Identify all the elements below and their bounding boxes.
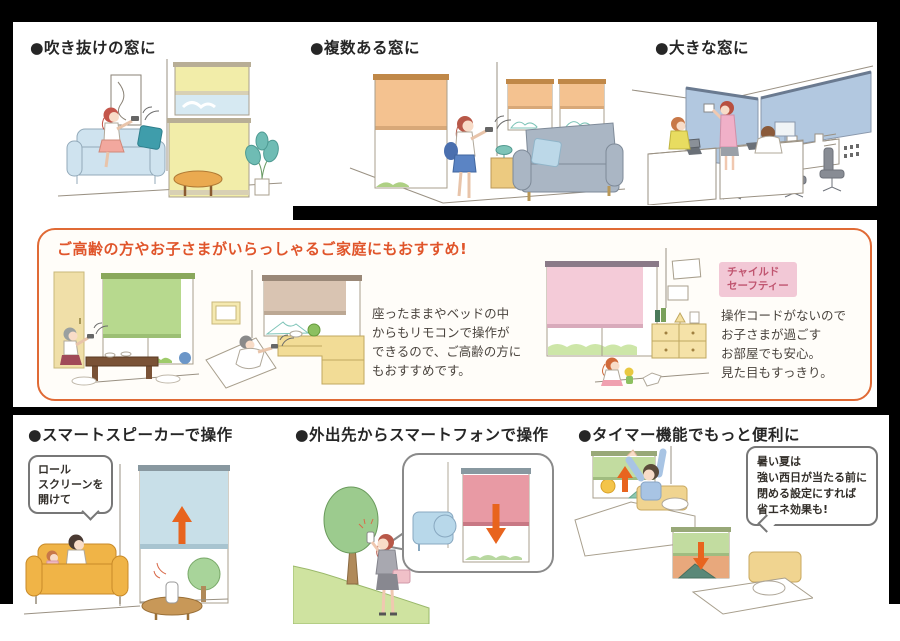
heading-timer-function: ●タイマー機能でもっと便利に [578,426,801,444]
woman-with-smartphone [358,518,411,616]
heading-multiple-windows: ●複数ある窓に [310,39,421,57]
heading-smartphone-remote: ●外出先からスマートフォンで操作 [295,426,549,444]
dresser [651,308,707,359]
wall-picture [671,258,702,280]
small-window-orange-screen [506,79,554,131]
arrow-down-icon [693,542,709,570]
heading-smart-speaker: ●スマートスピーカーで操作 [28,426,233,444]
round-table-smart-speaker [141,562,203,620]
low-table [85,351,159,381]
illustration-smart-speaker-scene [23,464,230,620]
seated-man-white [754,126,783,154]
arrow-up-icon [172,506,192,544]
tall-window-orange-screen [373,74,449,189]
floor-cushion [71,376,97,386]
thought-bubble-room [382,453,554,573]
illustration-office-large-windows [631,65,874,205]
illustration-multiple-windows-room [349,62,626,204]
illustration-atrium-living-room [57,59,283,198]
desk-island [647,121,804,205]
heading-atrium-windows: ●吹き抜けの窓に [30,39,157,57]
child-playing-with-doll [601,357,634,386]
sofa [66,128,166,184]
lower-window-yellow-screen [167,118,251,198]
seated-woman-yellow [668,117,691,150]
tree [323,486,379,585]
recommend-box-title: ご高齢の方やお子さまがいらっしゃるご家庭にもおすすめ! [57,240,468,258]
smartphone [366,531,375,544]
window-green-screen [101,273,195,365]
smart-speaker [165,581,179,604]
illustration-elderly-woman-green-screen [53,271,200,386]
child-safety-badge: チャイルド セーフティー [719,262,797,297]
frame-right-upper [877,0,900,412]
sofa-with-father-and-child [25,534,129,604]
teal-cushion [137,125,163,150]
illustration-smartphone-remote-scene [293,453,554,624]
small-window-orange-screen [558,79,606,131]
wall-picture [211,301,241,325]
blue-sofa [412,511,457,551]
illustration-child-room-pink-screen [545,248,710,387]
frame-top [0,0,900,22]
window-red-screen-closing [461,468,531,563]
window-pink-screen [545,261,659,357]
arrow-down-icon [486,504,506,544]
floor-cushion [155,374,181,384]
counter-cabinet [277,323,365,385]
gray-sofa [512,122,624,201]
frame-gap-top-middle [293,206,877,220]
remote-signal-icon [279,334,295,347]
frame-gap-middle-bottom [13,407,890,415]
frame-right-lower [889,412,900,604]
remote-signal-icon [142,106,160,121]
empty-bed [691,551,813,615]
woman-with-remote [444,115,512,198]
standing-woman-wall-switch [703,101,739,170]
elderly-man-in-bed-with-remote [205,334,295,389]
arrow-up-icon [617,466,633,492]
window-lightblue-screen-opening [138,465,230,604]
round-table [173,170,223,196]
phone-signal-icon [358,518,374,529]
heading-large-windows: ●大きな窓に [655,39,750,57]
frame-left [0,0,13,604]
remote-signal-icon [93,322,109,335]
speech-bubble-timer-tip: 暑い夏は 強い西日が当たる前に 閉める設定にすれば 省エネ効果も! [746,446,878,533]
person-waking-in-bed [574,448,696,557]
shirt-on-floor [642,372,662,387]
upper-window-yellow-screen [173,62,251,116]
speech-bubble-voice-command: ロール スクリーンを 開けて [28,455,114,521]
illustration-elderly-man-bed-remote [205,270,365,389]
woman-with-remote [98,106,160,168]
elderly-woman-with-remote [60,322,109,365]
illustration-timer-scene [574,446,813,615]
remote-signal-icon [494,115,512,130]
evening-screen-closing [671,527,731,579]
elderly-benefit-text: 座ったままやベッドの中 からもリモコンで操作が できるので、ご高齢の方に もおす… [372,306,522,378]
speaker-signal-icon [153,562,167,579]
potted-plant [245,131,279,196]
grass-path [293,565,430,624]
wall-picture [667,285,689,301]
child-safety-text: 操作コードがないので お子さまが過ごす お部屋でも安心。 見た目もすっきり。 [721,308,847,380]
